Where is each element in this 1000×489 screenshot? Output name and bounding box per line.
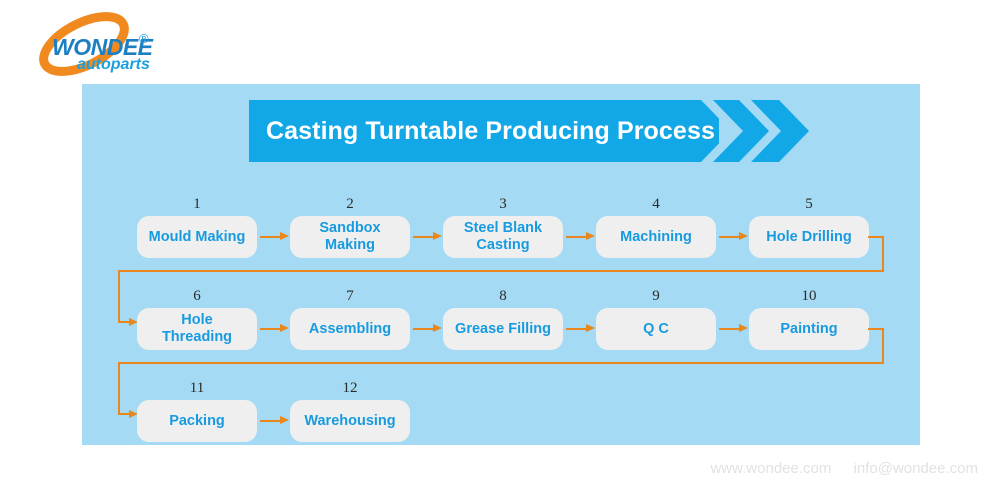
flow-step-5[interactable]: 5 Hole Drilling bbox=[749, 196, 869, 258]
step-number: 10 bbox=[801, 288, 817, 304]
step-label[interactable]: Warehousing bbox=[290, 400, 410, 442]
step-label[interactable]: Mould Making bbox=[137, 216, 257, 258]
logo-tagline: autoparts bbox=[77, 56, 150, 73]
step-number: 3 bbox=[499, 196, 507, 212]
wrap-connector-row1-row2 bbox=[82, 84, 920, 445]
flow-row-3: 11 Packing 12 Warehousing bbox=[137, 380, 897, 462]
flow-step-9[interactable]: 9 Q C bbox=[596, 288, 716, 350]
flow-step-4[interactable]: 4 Machining bbox=[596, 196, 716, 258]
step-number: 7 bbox=[346, 288, 354, 304]
logo-wordmark: WONDEE bbox=[52, 34, 153, 60]
step-label[interactable]: Hole Drilling bbox=[749, 216, 869, 258]
arrow-8-to-9 bbox=[566, 324, 598, 332]
logo-ring-icon bbox=[39, 12, 129, 76]
step-number: 4 bbox=[652, 196, 660, 212]
step-number: 11 bbox=[189, 380, 205, 396]
step-number: 5 bbox=[805, 196, 813, 212]
process-diagram-panel: Casting Turntable Producing Process 1 Mo… bbox=[82, 84, 920, 445]
footer-contact: www.wondee.com info@wondee.com bbox=[710, 460, 978, 477]
step-label[interactable]: Machining bbox=[596, 216, 716, 258]
flow-step-1[interactable]: 1 Mould Making bbox=[137, 196, 257, 258]
flow-step-7[interactable]: 7 Assembling bbox=[290, 288, 410, 350]
wondee-logo-mark bbox=[39, 12, 129, 76]
arrow-11-to-12 bbox=[260, 416, 292, 424]
step-number: 8 bbox=[499, 288, 507, 304]
arrow-3-to-4 bbox=[566, 232, 598, 240]
banner-notch-icon bbox=[701, 100, 743, 162]
flow-step-12[interactable]: 12 Warehousing bbox=[290, 380, 410, 442]
step-number: 6 bbox=[193, 288, 201, 304]
arrow-2-to-3 bbox=[413, 232, 445, 240]
title-banner: Casting Turntable Producing Process bbox=[249, 100, 837, 162]
arrow-9-to-10 bbox=[719, 324, 751, 332]
arrow-4-to-5 bbox=[719, 232, 751, 240]
flow-step-8[interactable]: 8 Grease Filling bbox=[443, 288, 563, 350]
arrow-1-to-2 bbox=[260, 232, 292, 240]
step-number: 9 bbox=[652, 288, 660, 304]
banner-bar bbox=[249, 100, 719, 162]
flow-step-11[interactable]: 11 Packing bbox=[137, 380, 257, 442]
step-label[interactable]: Q C bbox=[596, 308, 716, 350]
wrap-connector-row2-row3 bbox=[82, 84, 920, 445]
step-label[interactable]: Painting bbox=[749, 308, 869, 350]
footer-email[interactable]: info@wondee.com bbox=[853, 460, 978, 477]
registered-trademark-icon: ® bbox=[139, 31, 149, 46]
step-number: 2 bbox=[346, 196, 354, 212]
brand-logo: WONDEE autoparts ® bbox=[22, 8, 202, 80]
arrow-6-to-7 bbox=[260, 324, 292, 332]
step-label[interactable]: Grease Filling bbox=[443, 308, 563, 350]
footer-website[interactable]: www.wondee.com bbox=[710, 460, 832, 477]
page-title: Casting Turntable Producing Process bbox=[266, 116, 715, 145]
chevron-right-icon bbox=[711, 100, 809, 162]
flow-step-10[interactable]: 10 Painting bbox=[749, 288, 869, 350]
step-number: 1 bbox=[193, 196, 201, 212]
arrow-7-to-8 bbox=[413, 324, 445, 332]
step-label[interactable]: Assembling bbox=[290, 308, 410, 350]
step-number: 12 bbox=[342, 380, 358, 396]
step-label[interactable]: Packing bbox=[137, 400, 257, 442]
